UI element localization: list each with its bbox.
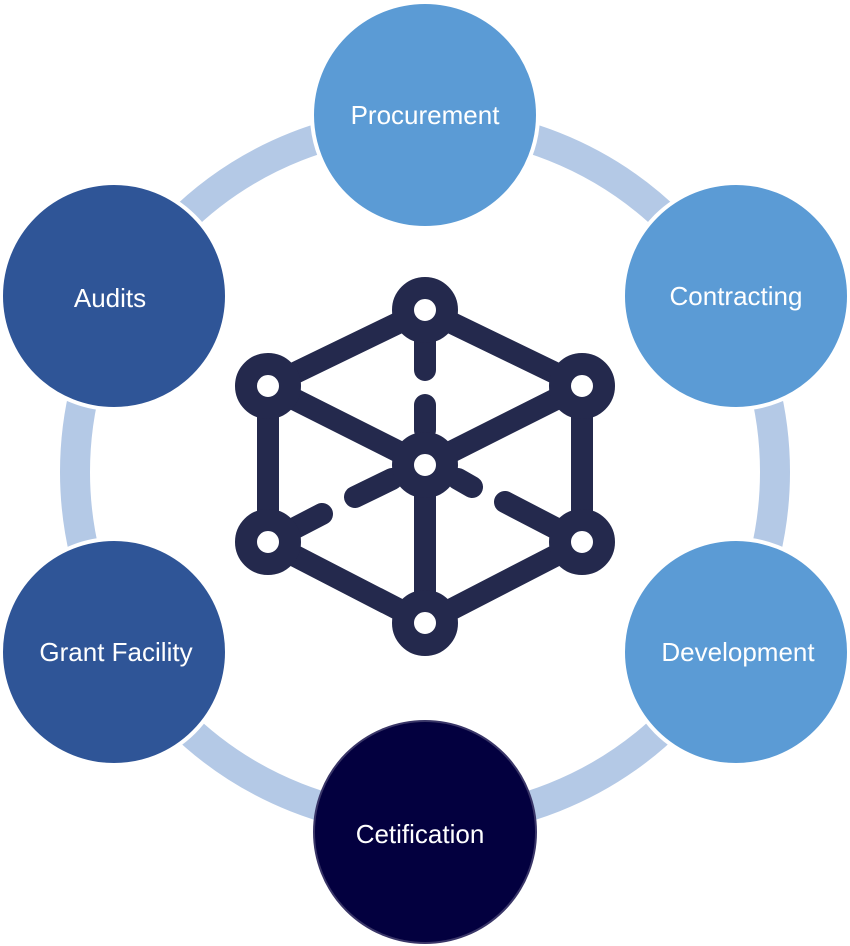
node-circle [310, 0, 540, 230]
node-label: Audits [74, 283, 146, 313]
node-circle [0, 537, 229, 767]
node-label: Cetification [356, 819, 485, 849]
node-label: Development [661, 637, 815, 667]
node-label: Grant Facility [39, 637, 192, 667]
node-grant-facility: Grant Facility [0, 537, 229, 767]
node-circle [621, 537, 850, 767]
network-cube-icon [235, 277, 615, 656]
node-procurement: Procurement [310, 0, 540, 230]
node-development: Development [621, 537, 850, 767]
node-audits: Audits [0, 181, 229, 411]
node-label: Procurement [351, 100, 501, 130]
node-circle [0, 181, 229, 411]
node-circle [621, 181, 850, 411]
node-label: Contracting [670, 281, 803, 311]
node-contracting: Contracting [621, 181, 850, 411]
node-cetification: Cetification [313, 720, 537, 944]
node-circle [313, 720, 537, 944]
